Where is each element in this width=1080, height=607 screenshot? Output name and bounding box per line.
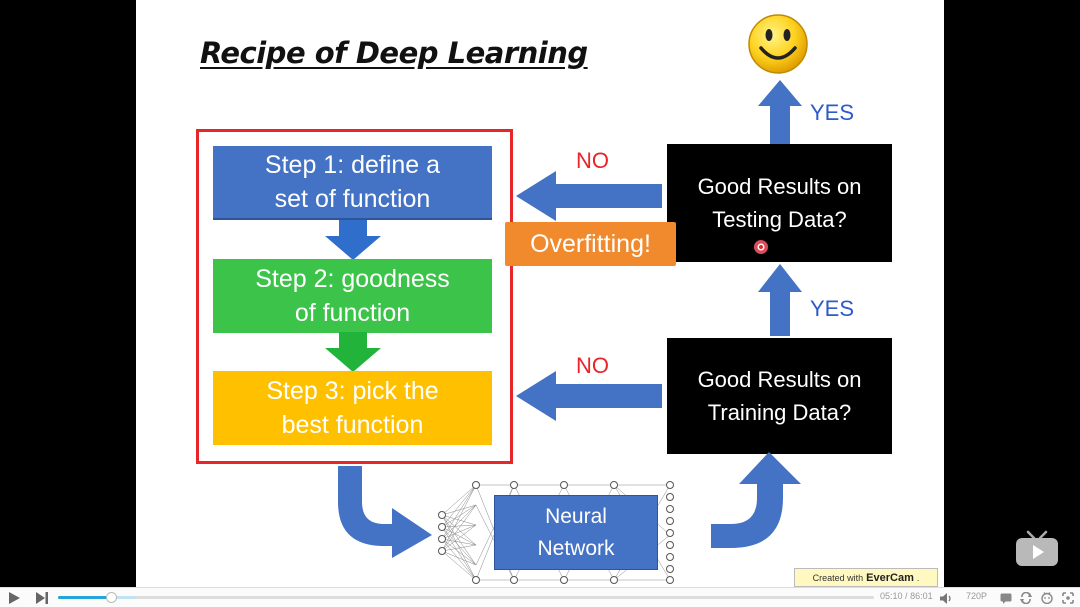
loop-button[interactable] [1018, 588, 1034, 607]
fullscreen-button[interactable] [1060, 588, 1076, 607]
yes-label-top: YES [810, 100, 855, 125]
player-controls: 05:10 / 86:01 720P [0, 587, 1080, 607]
overfitting-label: Overfitting! [505, 222, 676, 266]
curved-arrow-to-training [711, 452, 801, 548]
volume-button[interactable] [938, 588, 954, 607]
arrow-left-top [516, 171, 662, 221]
testing-data-box: Good Results on Testing Data? [667, 144, 892, 262]
steps-frame [196, 129, 513, 464]
training-data-box: Good Results on Training Data? [667, 338, 892, 454]
curved-arrow-to-network [338, 466, 432, 558]
settings-button[interactable] [1039, 588, 1055, 607]
progress-played [58, 596, 112, 599]
current-time: 05:10 [880, 591, 903, 601]
duration: 86:01 [910, 591, 933, 601]
next-button[interactable] [32, 588, 52, 607]
quality-selector[interactable]: 720P [966, 591, 988, 601]
play-button[interactable] [4, 588, 24, 607]
loop-icon [1020, 592, 1032, 604]
play-icon [9, 592, 20, 604]
credit-prefix: Created with [812, 572, 864, 583]
tv-logo-icon [1016, 530, 1058, 566]
settings-icon [1041, 592, 1053, 604]
step-1-box: Step 1: define a set of function [213, 146, 492, 220]
time-separator: / [905, 591, 908, 601]
no-label-top: NO [576, 148, 609, 173]
arrow-up-to-smiley [758, 80, 802, 144]
yes-label-mid: YES [810, 296, 855, 321]
step-3-box: Step 3: pick the best function [213, 371, 492, 445]
slide: Recipe of Deep Learning YES Step 1: defi… [136, 0, 944, 587]
slide-title: Recipe of Deep Learning [200, 36, 588, 70]
smiley-face-icon [748, 14, 808, 74]
arrow-down-step2-step3 [325, 332, 381, 372]
progress-handle[interactable] [106, 592, 118, 603]
time-display: 05:10 / 86:01 [880, 591, 933, 601]
no-label-bottom: NO [576, 353, 609, 378]
volume-icon [940, 592, 951, 604]
progress-bar[interactable] [58, 592, 874, 603]
arrow-down-step1-step2 [325, 220, 381, 260]
credit-brand: EverCam [866, 571, 914, 584]
danmaku-icon [1000, 593, 1012, 604]
neural-network-box: Neural Network [494, 495, 658, 570]
neural-network-diagram [438, 481, 674, 584]
next-icon [36, 592, 48, 604]
fullscreen-icon [1062, 592, 1074, 604]
step-2-box: Step 2: goodness of function [213, 259, 492, 333]
arrow-up-training-to-testing [758, 264, 802, 336]
laser-pointer-icon [754, 240, 768, 254]
arrow-left-bottom [516, 371, 662, 421]
danmaku-button[interactable] [998, 588, 1014, 607]
credit-suffix: . [916, 572, 920, 583]
